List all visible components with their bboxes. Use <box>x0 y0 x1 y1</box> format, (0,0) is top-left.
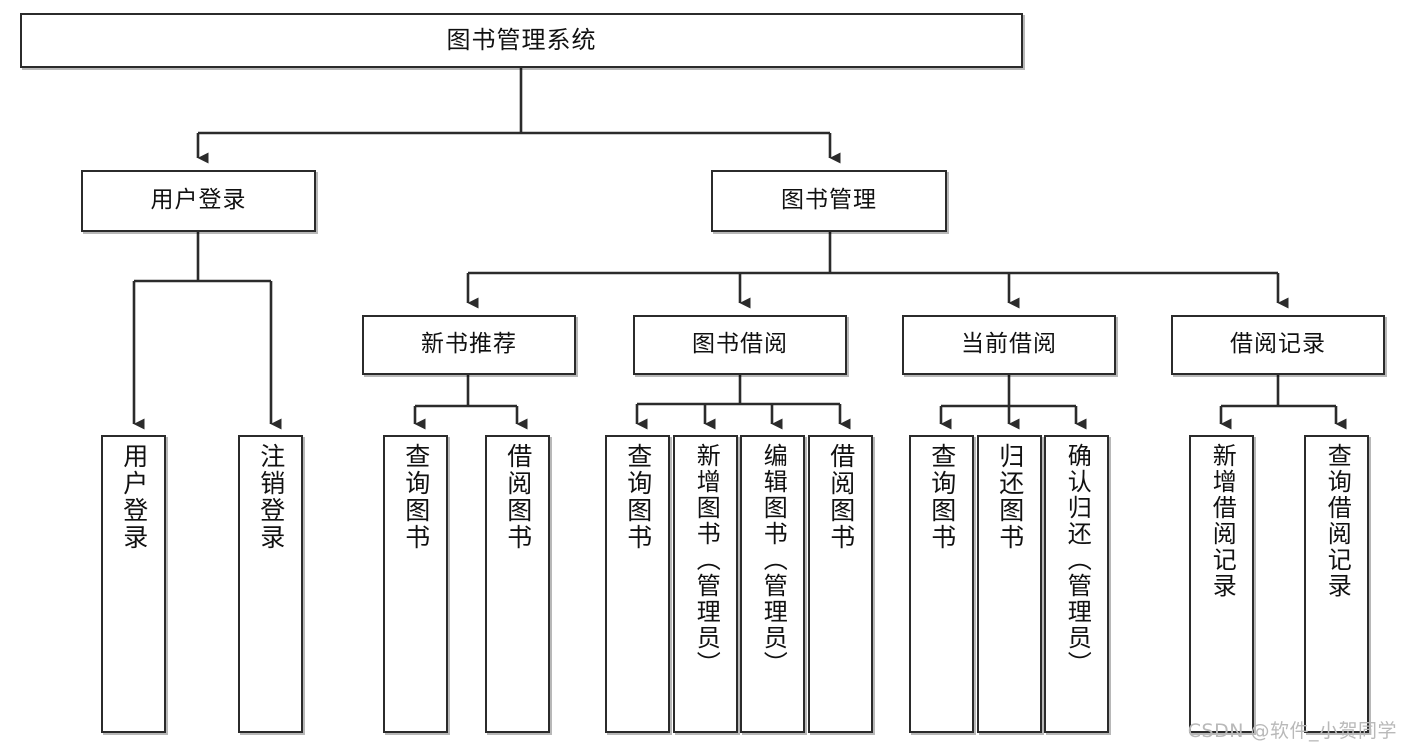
node-leaf-borrow-book-2-label: 借阅图书 <box>826 443 856 551</box>
node-leaf-query-record-label: 查询借阅记录 <box>1323 443 1352 599</box>
node-leaf-query-book-1[interactable]: 查询图书 <box>383 435 448 733</box>
node-leaf-query-book-3-label: 查询图书 <box>927 443 957 551</box>
node-leaf-borrow-book-1-label: 借阅图书 <box>503 443 533 551</box>
node-borrow-record-label: 借阅记录 <box>1230 331 1326 358</box>
node-leaf-add-record-label: 新增借阅记录 <box>1208 443 1237 599</box>
node-leaf-query-book-2[interactable]: 查询图书 <box>605 435 670 733</box>
node-leaf-query-book-3[interactable]: 查询图书 <box>909 435 974 733</box>
node-leaf-query-book-2-label: 查询图书 <box>623 443 653 551</box>
node-new-book-recommend-label: 新书推荐 <box>421 331 517 358</box>
node-root[interactable]: 图书管理系统 <box>20 13 1023 68</box>
node-new-book-recommend[interactable]: 新书推荐 <box>362 315 576 375</box>
node-leaf-borrow-book-2[interactable]: 借阅图书 <box>808 435 873 733</box>
node-leaf-add-book-label: 新增图书（管理员） <box>692 443 721 677</box>
node-book-manage-label: 图书管理 <box>781 187 877 214</box>
node-book-borrow[interactable]: 图书借阅 <box>633 315 847 375</box>
node-leaf-query-book-1-label: 查询图书 <box>401 443 431 551</box>
node-leaf-confirm-return-label: 确认归还（管理员） <box>1063 443 1092 677</box>
node-user-login[interactable]: 用户登录 <box>81 170 316 232</box>
node-book-manage[interactable]: 图书管理 <box>711 170 947 232</box>
node-borrow-record[interactable]: 借阅记录 <box>1171 315 1385 375</box>
node-leaf-query-record[interactable]: 查询借阅记录 <box>1304 435 1369 733</box>
node-current-borrow[interactable]: 当前借阅 <box>902 315 1116 375</box>
node-user-login-label: 用户登录 <box>150 187 247 214</box>
node-leaf-logout-login-label: 注销登录 <box>256 443 286 551</box>
node-leaf-return-book[interactable]: 归还图书 <box>977 435 1042 733</box>
node-leaf-borrow-book-1[interactable]: 借阅图书 <box>485 435 550 733</box>
node-leaf-logout-login[interactable]: 注销登录 <box>238 435 303 733</box>
node-leaf-confirm-return[interactable]: 确认归还（管理员） <box>1044 435 1109 733</box>
node-leaf-edit-book-label: 编辑图书（管理员） <box>759 443 788 677</box>
node-leaf-user-login[interactable]: 用户登录 <box>101 435 166 733</box>
node-leaf-return-book-label: 归还图书 <box>995 443 1025 551</box>
node-leaf-user-login-label: 用户登录 <box>119 443 149 551</box>
node-book-borrow-label: 图书借阅 <box>692 331 788 358</box>
node-leaf-edit-book[interactable]: 编辑图书（管理员） <box>740 435 805 733</box>
node-leaf-add-book[interactable]: 新增图书（管理员） <box>673 435 738 733</box>
node-root-label: 图书管理系统 <box>446 26 597 55</box>
node-current-borrow-label: 当前借阅 <box>961 331 1057 358</box>
node-leaf-add-record[interactable]: 新增借阅记录 <box>1189 435 1254 733</box>
